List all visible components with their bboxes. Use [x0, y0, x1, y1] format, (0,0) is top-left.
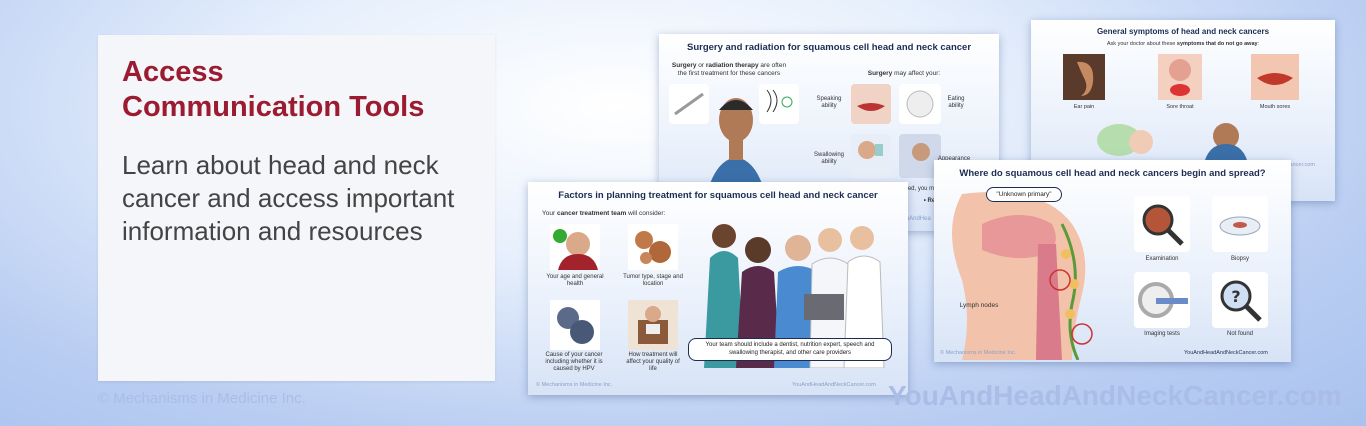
affect-rest: may affect your: [892, 70, 941, 77]
affect-bold: Surgery [867, 70, 893, 77]
partial-text-1: ed, you m [907, 186, 935, 192]
label-biopsy: Biopsy [1230, 256, 1249, 262]
slide-begin-spread[interactable]: Where do squamous cell head and neck can… [934, 160, 1291, 362]
slide-title: General symptoms of head and neck cancer… [1096, 27, 1270, 36]
unknown-primary-label: "Unknown primary" [986, 187, 1062, 202]
hpv-virus-illustration [550, 300, 600, 350]
intro-end: will consider: [626, 210, 666, 217]
reading-man-illustration [628, 300, 678, 350]
symptoms-intro: Ask your doctor about these symptoms tha… [1031, 41, 1335, 48]
ear-illustration [1063, 54, 1105, 100]
label-quality-of-life: How treatment will affect your quality o… [626, 352, 680, 373]
mouth-illustration [851, 84, 891, 124]
intro-start: Your [542, 210, 557, 217]
mouth-sores-illustration [1251, 54, 1299, 100]
promo-card: Access Communication Tools Learn about h… [98, 35, 495, 381]
label-speaking: Speaking ability [816, 96, 842, 110]
intro-mid: or [696, 62, 706, 69]
site-partial: eckCancer.com [1277, 162, 1315, 168]
sore-throat-illustration [1158, 54, 1202, 100]
surgery-affect: Surgery may affect your: [849, 70, 959, 78]
label-not-found: Not found [1226, 331, 1254, 337]
surgery-intro: Surgery or radiation therapy are often t… [669, 62, 789, 78]
slide-title: Where do squamous cell head and neck can… [959, 168, 1266, 179]
plate-illustration [899, 84, 941, 124]
label-appearance: Appearance [937, 156, 971, 162]
swallowing-illustration [851, 134, 891, 178]
label-sore-throat: Sore throat [1166, 104, 1194, 110]
slide-copyright: © Mechanisms in Medicine Inc. [940, 350, 1017, 356]
footer-site: YouAndHeadAndNeckCancer.com [888, 380, 1342, 411]
biopsy-dish-icon [1212, 196, 1268, 252]
slide-site: YouAndHeadAndNeckCancer.com [1184, 350, 1268, 356]
footer-copyright: © Mechanisms in Medicine Inc. [98, 390, 306, 407]
slide-site: YouAndHeadAndNeckCancer.com [792, 382, 876, 388]
slide-copyright: © Mechanisms in Medicine Inc. [536, 382, 613, 388]
label-cause: Cause of your cancer including whether i… [545, 352, 603, 373]
slide-title: Surgery and radiation for squamous cell … [686, 42, 972, 53]
head-neck-anatomy-illustration [952, 192, 1093, 360]
promo-title-line1: Access [122, 56, 224, 88]
partial-text-2: • Reco [923, 198, 943, 204]
label-swallowing: Swallowing ability [813, 152, 844, 166]
label-eating: Eating ability [947, 96, 965, 110]
older-man-illustration [550, 224, 600, 270]
not-found-question-icon: ? [1212, 272, 1268, 328]
intro-bold-radiation: radiation therapy [705, 62, 759, 69]
label-imaging-tests: Imaging tests [1144, 331, 1180, 337]
radiation-icon [759, 84, 799, 124]
site-partial: YouAndHea [899, 216, 931, 222]
label-tumor-type: Tumor type, stage and location [623, 274, 683, 288]
promo-description: Learn about head and neck cancer and acc… [122, 150, 455, 246]
label-examination: Examination [1145, 256, 1179, 262]
promo-title: Access Communication Tools [122, 55, 482, 125]
intro-bold: symptoms that do not go away [1176, 41, 1258, 47]
imaging-scanner-icon [1134, 272, 1190, 328]
label-lymph-nodes: Lymph nodes [959, 302, 999, 309]
intro-bold-surgery: Surgery [671, 62, 697, 69]
slide-title: Factors in planning treatment for squamo… [558, 190, 878, 201]
tumor-cells-illustration [628, 224, 678, 270]
examination-magnifier-icon [1134, 196, 1190, 252]
svg-text:?: ? [1231, 287, 1240, 306]
intro-start: Ask your doctor about these [1106, 41, 1177, 47]
team-note-box: Your team should include a dentist, nutr… [688, 338, 892, 361]
slide-factors-planning[interactable]: Factors in planning treatment for squamo… [528, 182, 908, 395]
appearance-illustration [899, 134, 941, 178]
intro-end: : [1257, 41, 1260, 47]
breath-illustration [1097, 124, 1153, 156]
label-age-health: Your age and general health [546, 274, 604, 288]
promo-title-line2: Communication Tools [122, 91, 425, 123]
intro-rest: are often the first treatment for these … [677, 62, 787, 77]
label-ear-pain: Ear pain [1073, 104, 1095, 110]
scalpel-icon [669, 84, 709, 124]
intro-bold: cancer treatment team [556, 210, 627, 217]
label-mouth-sores: Mouth sores [1259, 104, 1291, 110]
factors-intro: Your cancer treatment team will consider… [542, 210, 722, 218]
